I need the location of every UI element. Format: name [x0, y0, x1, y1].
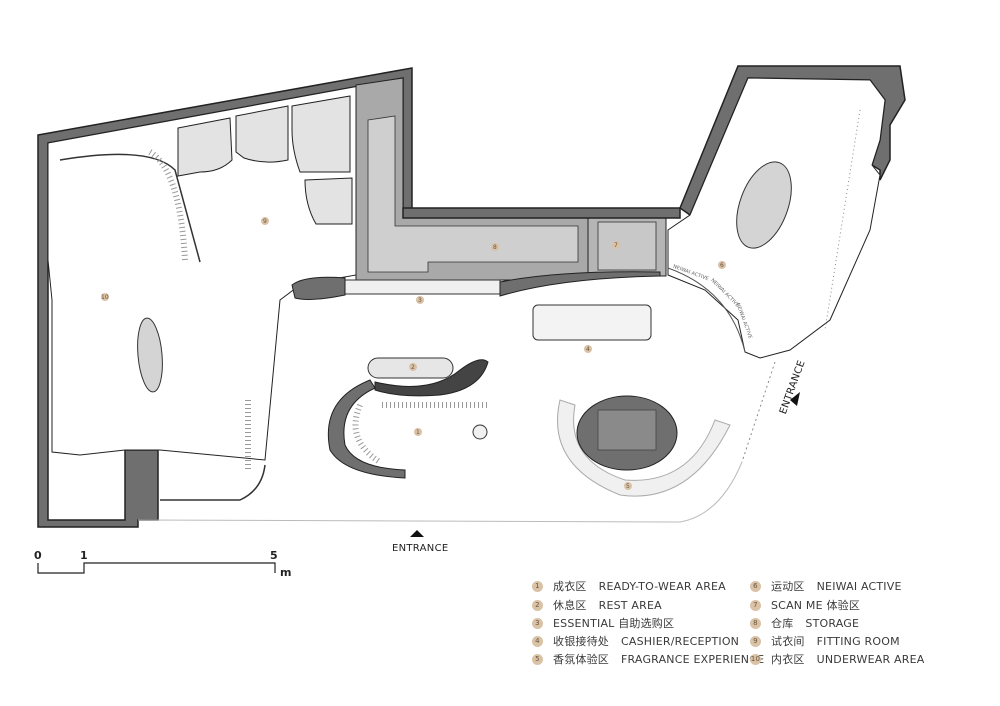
legend-item-6: 6 运动区 NEIWAI ACTIVE	[750, 578, 902, 594]
scale-bar	[37, 562, 276, 574]
legend-en: FRAGRANCE EXPERIENCE	[621, 652, 765, 666]
zone-marker-10	[101, 293, 109, 301]
legend-en: CASHIER/RECEPTION	[621, 634, 740, 648]
left-hanging-rail	[148, 149, 188, 261]
essential-counter	[344, 279, 501, 295]
scale-tick-0: 0	[34, 549, 42, 562]
legend-item-8: 8 仓库 STORAGE	[750, 615, 859, 631]
legend-badge: 1	[532, 580, 543, 592]
scan-room-inner	[597, 221, 657, 271]
legend-en: STORAGE	[805, 616, 860, 630]
legend-badge: 5	[532, 653, 543, 665]
legend-en: NEIWAI ACTIVE	[816, 579, 902, 593]
zone-number-3: 3	[418, 297, 422, 304]
legend-item-7: 7 SCAN ME 体验区	[750, 597, 872, 613]
legend-badge: 7	[750, 599, 761, 611]
legend-item-5: 5 香氛体验区 FRAGRANCE EXPERIENCE	[532, 651, 764, 667]
legend-en: READY-TO-WEAR AREA	[598, 579, 726, 593]
legend-zh: 收银接待处	[553, 635, 609, 648]
zone-number-8: 8	[493, 244, 497, 251]
fitting-rooms	[177, 95, 353, 225]
zone-number-10: 10	[101, 294, 109, 301]
left-bottom-rail	[160, 464, 266, 501]
cashier-counter	[532, 304, 652, 341]
legend-en: FITTING ROOM	[816, 634, 900, 648]
zone-marker-1	[414, 428, 422, 436]
zone-number-7: 7	[614, 242, 618, 249]
legend-en: REST AREA	[598, 598, 662, 612]
legend-item-10: 10 内衣区 UNDERWEAR AREA	[750, 651, 924, 667]
connector-wall	[402, 207, 681, 219]
right-rail-curve	[667, 267, 746, 353]
zone-number-5: 5	[626, 483, 630, 490]
legend-item-2: 2 休息区 REST AREA	[532, 597, 662, 613]
entrance-label-bottom: ENTRANCE	[392, 543, 449, 554]
zone-marker-7	[612, 241, 620, 249]
legend-badge: 8	[750, 617, 761, 629]
zone-markers	[101, 217, 726, 490]
scale-tick-1: 1	[80, 549, 88, 562]
legend-badge: 3	[532, 617, 543, 629]
legend-zh: ESSENTIAL 自助选购区	[553, 617, 675, 630]
zone-marker-3	[416, 296, 424, 304]
legend-zh: 仓库	[771, 617, 794, 630]
rtw-curved-wall	[327, 379, 406, 479]
scale-tick-5: 5	[270, 549, 278, 562]
zone-marker-4	[584, 345, 592, 353]
zone-number-4: 4	[586, 346, 590, 353]
rtw-pillar	[472, 424, 488, 440]
legend-zh: 运动区	[771, 580, 805, 593]
legend-zh: 成衣区	[553, 580, 587, 593]
storage-inner-floor	[367, 115, 579, 273]
legend-badge: 10	[750, 653, 761, 665]
zone-marker-9	[261, 217, 269, 225]
entrance-arrow-bottom	[410, 530, 424, 537]
legend-item-9: 9 试衣间 FITTING ROOM	[750, 633, 900, 649]
bottom-boundary	[137, 461, 743, 523]
fragrance-bench	[557, 399, 731, 497]
essential-curve-left	[291, 276, 346, 300]
legend-en: UNDERWEAR AREA	[816, 652, 925, 666]
legend-item-4: 4 收银接待处 CASHIER/RECEPTION	[532, 633, 739, 649]
left-island	[137, 317, 163, 393]
legend-badge: 4	[532, 635, 543, 647]
legend-item-1: 1 成衣区 READY-TO-WEAR AREA	[532, 578, 726, 594]
legend-badge: 9	[750, 635, 761, 647]
entrance-arrow-right	[790, 392, 800, 406]
legend-item-3: 3 ESSENTIAL 自助选购区	[532, 615, 686, 631]
scale-unit: m	[280, 566, 292, 579]
zone-marker-6	[718, 261, 726, 269]
legend-badge: 2	[532, 599, 543, 611]
zone-marker-5	[624, 482, 632, 490]
zone-marker-2	[409, 363, 417, 371]
right-entrance-line	[741, 361, 776, 463]
legend-zh: SCAN ME 体验区	[771, 599, 861, 612]
zone-number-2: 2	[411, 364, 415, 371]
legend-badge: 6	[750, 580, 761, 592]
fragrance-table-top	[597, 409, 657, 451]
left-wall-rail	[59, 153, 201, 263]
legend-zh: 休息区	[553, 599, 587, 612]
zone-marker-8	[491, 243, 499, 251]
right-oval-table	[736, 161, 792, 249]
essential-curve-right	[499, 271, 661, 297]
legend-zh: 香氛体验区	[553, 653, 609, 666]
legend-zh: 内衣区	[771, 653, 805, 666]
zone-number-9: 9	[263, 218, 267, 225]
legend-zh: 试衣间	[771, 635, 805, 648]
rtw-rail	[352, 403, 382, 465]
zone-number-1: 1	[416, 429, 420, 436]
rest-wave	[374, 359, 489, 397]
zone-number-6: 6	[720, 262, 724, 269]
